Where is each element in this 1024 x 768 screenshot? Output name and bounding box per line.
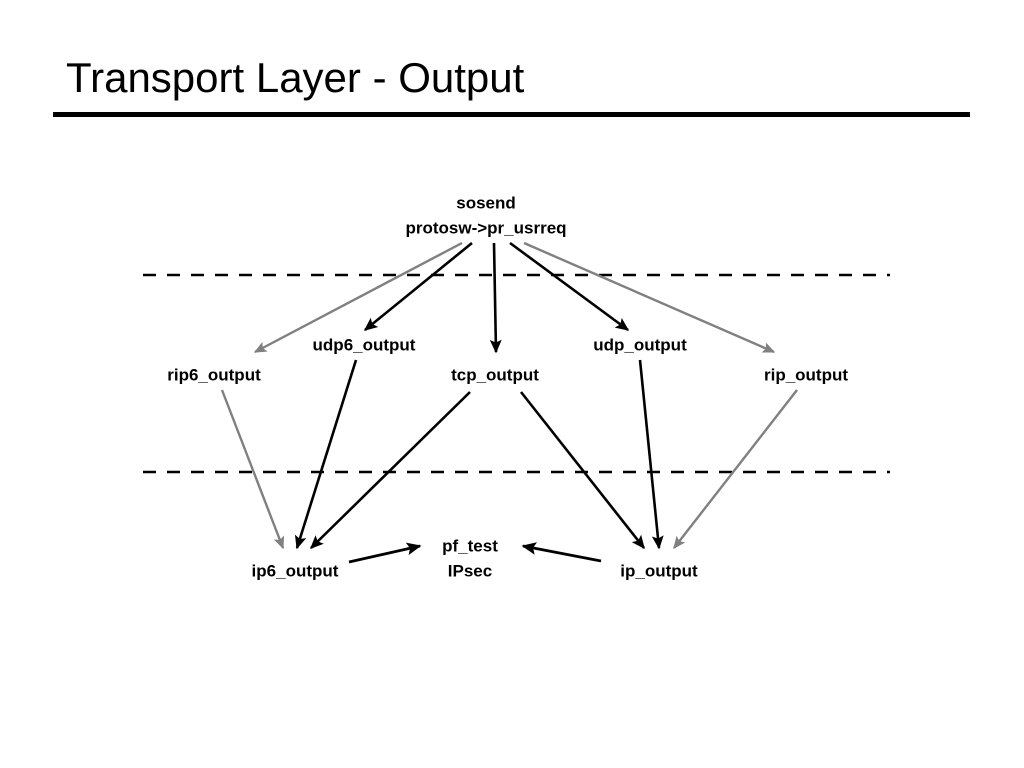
edge-entry-to-tcp-output	[489, 242, 502, 354]
node-rip6-output: rip6_output	[167, 365, 261, 385]
edge-ip-output-to-pf-test	[521, 542, 602, 563]
edge-tcp-output-to-ip-output	[519, 391, 646, 550]
node-udp-output: udp_output	[593, 335, 687, 355]
node-pf-test-line2: IPsec	[447, 561, 493, 580]
node-pf-test-ipsec: pf_test IPsec	[442, 534, 498, 583]
node-udp6-output: udp6_output	[312, 335, 416, 355]
edge-rip-output-to-ip-output	[673, 389, 798, 549]
node-pf-test-line1: pf_test	[442, 536, 498, 556]
node-ip6-output: ip6_output	[251, 561, 339, 581]
edge-udp6-output-to-ip6-output	[294, 359, 358, 550]
node-tcp-output: tcp_output	[451, 365, 539, 385]
edge-rip6-output-to-ip6-output	[220, 389, 285, 550]
edge-entry-to-udp-output	[509, 241, 630, 332]
edge-entry-to-rip6-output	[253, 241, 463, 354]
node-rip-output: rip_output	[763, 365, 849, 385]
node-entry-line1: sosend	[456, 193, 516, 213]
node-ip-output: ip_output	[620, 561, 698, 581]
edge-tcp-output-to-ip6-output	[310, 391, 471, 549]
page-title: Transport Layer - Output	[66, 54, 525, 101]
node-entry: sosend protosw->pr_usrreq	[405, 191, 566, 240]
edge-entry-to-udp6-output	[363, 241, 473, 332]
node-entry-line2: protosw->pr_usrreq	[405, 218, 567, 237]
edge-entry-to-rip-output	[523, 241, 776, 354]
edge-ip6-output-to-pf-test	[348, 542, 422, 564]
edge-udp-output-to-ip-output	[638, 359, 664, 550]
title-underline-rule	[53, 112, 970, 117]
